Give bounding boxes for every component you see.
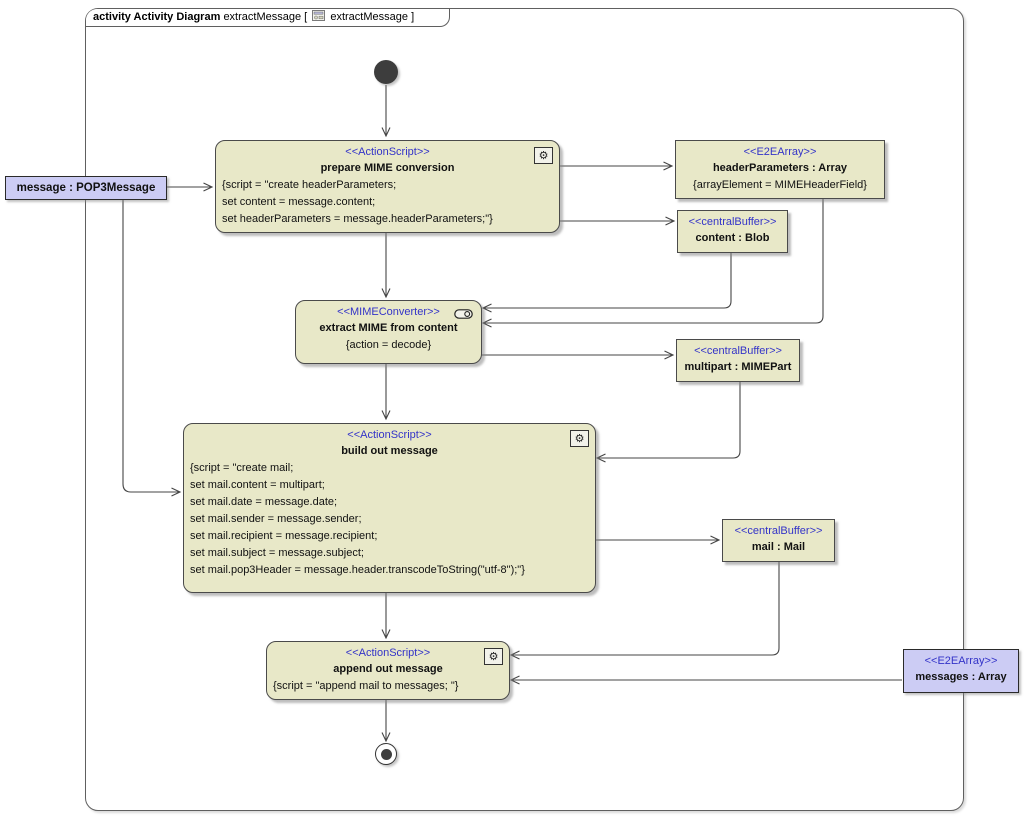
action-name: prepare MIME conversion <box>320 162 455 174</box>
bracket-open: [ <box>304 11 308 23</box>
constraint-label: {arrayElement = MIMEHeaderField} <box>693 179 867 191</box>
action-build-out-message[interactable]: ⚙ <<ActionScript>> build out message {sc… <box>183 423 596 593</box>
script-line: {script = "create mail; <box>190 462 294 474</box>
constraint-label: {action = decode} <box>345 339 432 351</box>
script-line: set mail.recipient = message.recipient; <box>190 530 378 542</box>
script-line: set mail.subject = message.subject; <box>190 547 364 559</box>
action-name: build out message <box>341 445 438 457</box>
stereotype-label: <<MIMEConverter>> <box>337 306 440 318</box>
script-line: set mail.pop3Header = message.header.tra… <box>190 564 525 576</box>
activity-final-inner-dot <box>380 748 392 760</box>
initial-node[interactable] <box>374 60 398 84</box>
object-name: headerParameters : Array <box>712 162 848 174</box>
frame-kind-label: activity Activity Diagram <box>93 11 221 23</box>
diagram-thumbnail-icon <box>312 10 326 21</box>
stereotype-label: <<E2EArray>> <box>743 146 817 158</box>
action-append-out-message[interactable]: ⚙ <<ActionScript>> append out message {s… <box>266 641 510 700</box>
action-name: extract MIME from content <box>319 322 458 334</box>
script-line: {script = "append mail to messages; "} <box>273 680 459 692</box>
gear-icon: ⚙ <box>534 147 553 164</box>
gear-icon: ⚙ <box>570 430 589 447</box>
script-line: set mail.sender = message.sender; <box>190 513 362 525</box>
gear-glyph: ⚙ <box>574 432 585 445</box>
gear-glyph: ⚙ <box>488 650 499 663</box>
edge-mail-to-append[interactable] <box>509 561 780 660</box>
script-line: set mail.content = multipart; <box>190 479 325 491</box>
frame-diagram-ref: extractMessage <box>330 11 408 23</box>
stereotype-label: <<centralBuffer>> <box>688 216 777 228</box>
stereotype-label: <<centralBuffer>> <box>734 525 823 537</box>
gear-icon: ⚙ <box>484 648 503 665</box>
activity-final-node[interactable] <box>375 743 397 765</box>
script-line: set mail.date = message.date; <box>190 496 338 508</box>
stereotype-label: <<ActionScript>> <box>345 647 431 659</box>
action-extract-mime-from-content[interactable]: <<MIMEConverter>> extract MIME from cont… <box>295 300 482 364</box>
stereotype-label: <<E2EArray>> <box>924 655 998 667</box>
script-line: {script = "create headerParameters; <box>222 179 397 191</box>
edge-content-to-extract[interactable] <box>481 252 732 313</box>
stereotype-label: <<centralBuffer>> <box>694 345 782 357</box>
parameter-node-messages[interactable]: <<E2EArray>> messages : Array <box>903 649 1019 693</box>
action-name: append out message <box>333 663 443 675</box>
parameter-name: message : POP3Message <box>16 182 156 194</box>
converter-icon <box>454 309 473 319</box>
activity-frame <box>85 8 964 811</box>
parameter-node-message[interactable]: message : POP3Message <box>5 176 167 200</box>
object-node-mail[interactable]: <<centralBuffer>> mail : Mail <box>722 519 835 562</box>
bracket-close: ] <box>411 11 415 23</box>
action-prepare-mime-conversion[interactable]: ⚙ <<ActionScript>> prepare MIME conversi… <box>215 140 560 233</box>
object-node-content-blob[interactable]: <<centralBuffer>> content : Blob <box>677 210 788 253</box>
object-name: content : Blob <box>695 232 770 244</box>
script-line: set headerParameters = message.headerPar… <box>222 213 493 225</box>
script-line: set content = message.content; <box>222 196 376 208</box>
stereotype-label: <<ActionScript>> <box>345 146 430 158</box>
stereotype-label: <<ActionScript>> <box>347 429 432 441</box>
gear-glyph: ⚙ <box>538 149 549 162</box>
frame-activity-name: extractMessage <box>223 11 302 23</box>
object-name: multipart : MIMEPart <box>684 361 792 373</box>
object-name: mail : Mail <box>751 541 806 553</box>
edge-multipart-to-build[interactable] <box>595 381 741 463</box>
parameter-name: messages : Array <box>915 671 1007 683</box>
edge-headerparameters-to-extract[interactable] <box>481 198 824 328</box>
object-node-headerparameters[interactable]: <<E2EArray>> headerParameters : Array {a… <box>675 140 885 199</box>
frame-title-tab[interactable]: activity Activity Diagram extractMessage… <box>86 9 450 27</box>
edge-message-to-build[interactable] <box>122 199 182 497</box>
object-node-multipart[interactable]: <<centralBuffer>> multipart : MIMEPart <box>676 339 800 382</box>
